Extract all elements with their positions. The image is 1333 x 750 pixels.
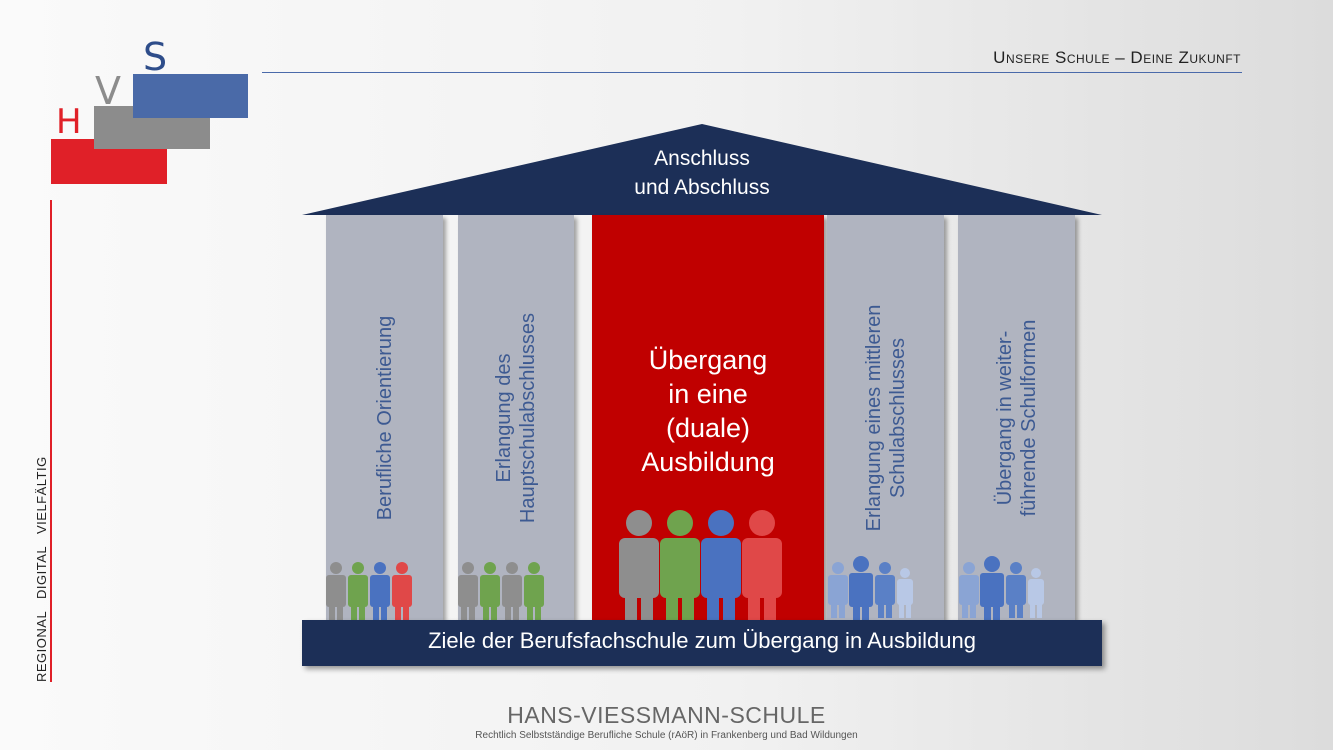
logo-letter-s: S [143, 35, 168, 79]
person-icon-blue [701, 510, 741, 620]
person-icon-blue [875, 562, 895, 618]
school-subtitle: Rechtlich Selbstständige Berufliche Schu… [475, 730, 858, 741]
tagline: Unsere Schule – Deine Zukunft [993, 48, 1241, 67]
left-divider [50, 200, 52, 682]
person-icon-gray [619, 510, 659, 620]
header-divider [262, 72, 1242, 73]
school-name: HANS-VIESSMANN-SCHULE [507, 702, 826, 728]
person-icon-blue [1006, 562, 1026, 618]
person-icon-blue [370, 562, 390, 620]
person-icon-red [742, 510, 782, 620]
person-icon-lightblue [828, 562, 848, 618]
person-icon-green [480, 562, 500, 620]
column-hauptschulabschluss: Erlangung des Hauptschulabschlusses [458, 215, 574, 620]
person-icon-blue [980, 556, 1004, 620]
person-icon-green [524, 562, 544, 620]
person-icon-gray [502, 562, 522, 620]
column-label: Übergang in weiter- führende Schulformen [993, 319, 1040, 516]
people-group-2 [458, 562, 544, 620]
roof-label: Anschluss und Abschluss [552, 144, 852, 202]
person-icon-green [660, 510, 700, 620]
people-group-center [619, 510, 782, 620]
base-label: Ziele der Berufsfachschule zum Übergang … [428, 628, 976, 653]
roof-label-line2: und Abschluss [634, 176, 770, 199]
person-icon-lightblue [959, 562, 979, 618]
people-group-4 [828, 556, 913, 620]
column-label: Erlangung eines mittleren Schulabschluss… [862, 304, 909, 531]
roof [302, 124, 1102, 215]
person-icon-green [348, 562, 368, 620]
people-group-5 [959, 556, 1044, 620]
column-label: Berufliche Orientierung [373, 315, 396, 520]
roof-label-line1: Anschluss [654, 147, 750, 170]
logo-blue-block [133, 74, 248, 118]
side-tagline: REGIONAL DIGITAL VIELFÄLTIG [34, 456, 49, 682]
person-icon-lightblue [1028, 568, 1044, 618]
logo-letter-v: V [95, 69, 121, 113]
base-bar: Ziele der Berufsfachschule zum Übergang … [302, 620, 1102, 666]
person-icon-lightblue [897, 568, 913, 618]
column-label: Erlangung des Hauptschulabschlusses [493, 312, 539, 523]
logo-letter-h: H [56, 102, 82, 142]
person-icon-red [392, 562, 412, 620]
column-berufliche-orientierung: Berufliche Orientierung [326, 215, 443, 620]
person-icon-blue [849, 556, 873, 620]
person-icon-gray [326, 562, 346, 620]
person-icon-gray [458, 562, 478, 620]
column-mittlerer-abschluss: Erlangung eines mittleren Schulabschluss… [827, 215, 944, 620]
column-weiterfuehrende-schulformen: Übergang in weiter- führende Schulformen [958, 215, 1075, 620]
people-group-1 [326, 562, 412, 620]
roof-triangle [302, 124, 1102, 215]
column-label-center: Übergang in eine (duale) Ausbildung [641, 345, 775, 477]
